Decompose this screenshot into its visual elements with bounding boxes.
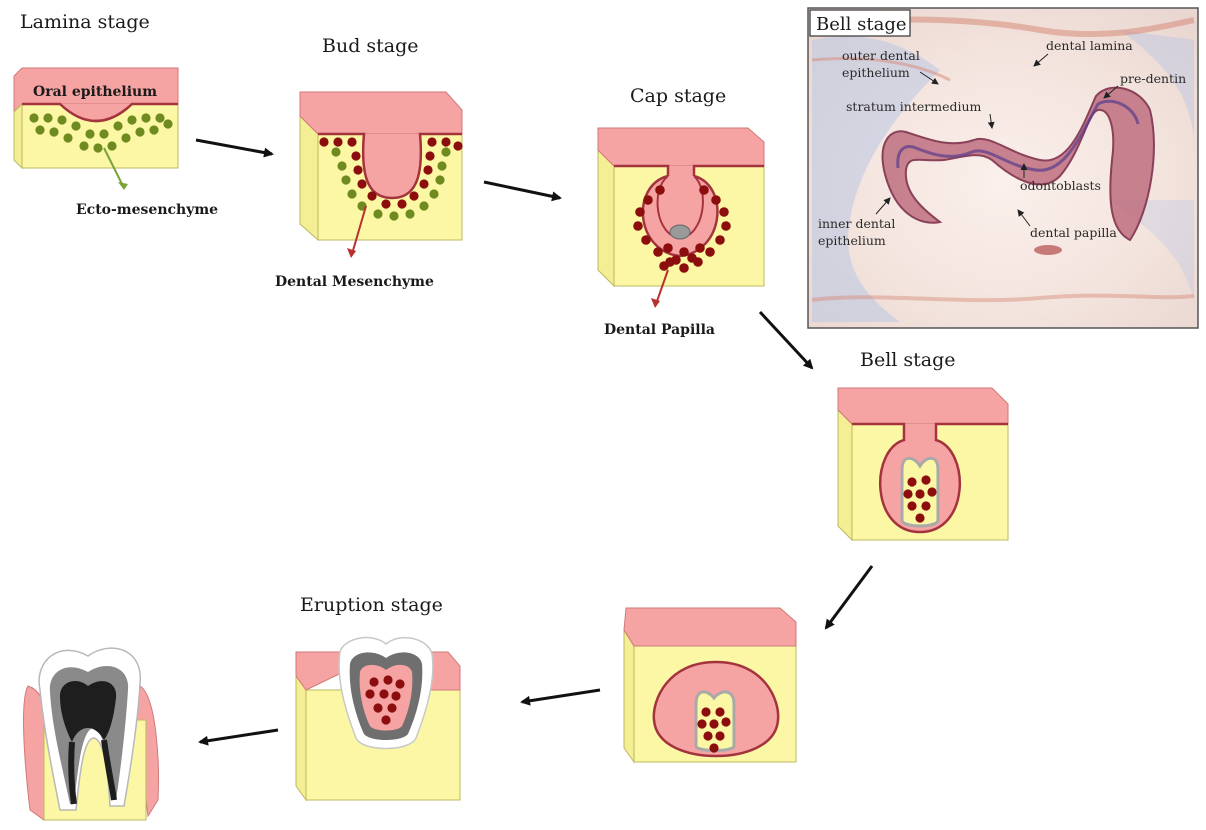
bell-stage-title: Bell stage [860,349,956,371]
cap-stage-title: Cap stage [630,85,726,107]
outer-dental-epithelium-label-1: outer dental [842,48,920,63]
arrow-bell-to-late-bell [826,566,872,628]
histology-dental-papilla-label: dental papilla [1030,225,1117,240]
bud-stage-title: Bud stage [322,35,419,57]
inner-dental-epithelium-label-2: epithelium [818,233,886,248]
eruption-stage-block [296,638,460,800]
lamina-stage-block [14,68,178,168]
dental-papilla-label: Dental Papilla [604,322,715,338]
dental-lamina-label: dental lamina [1046,38,1133,53]
histology-title: Bell stage [816,14,907,35]
arrow-bud-to-cap [484,182,560,198]
ecto-mesenchyme-label: Ecto-mesenchyme [76,202,218,218]
outer-dental-epithelium-label-2: epithelium [842,65,910,80]
bud-stage-block [300,92,463,240]
arrow-late-bell-to-eruption [522,690,600,702]
arrow-cap-to-bell [760,312,812,368]
eruption-stage-title: Eruption stage [300,594,443,616]
arrow-lamina-to-bud [196,140,272,154]
arrow-eruption-to-mature [200,730,278,742]
cap-stage-block [598,128,764,286]
mature-tooth [24,648,159,820]
lamina-stage-title: Lamina stage [20,11,150,33]
bell-stage-block [838,388,1008,540]
dental-mesenchyme-label: Dental Mesenchyme [275,274,434,290]
oral-epithelium-label: Oral epithelium [33,84,157,100]
stratum-intermedium-label: stratum intermedium [846,99,982,114]
bell-stage-histology-panel: Bell stage outer dental epithelium denta… [808,8,1198,328]
late-bell-stage-block [624,608,796,762]
pre-dentin-label: pre-dentin [1120,71,1186,86]
odontoblasts-label: odontoblasts [1020,178,1101,193]
inner-dental-epithelium-label-1: inner dental [818,216,895,231]
